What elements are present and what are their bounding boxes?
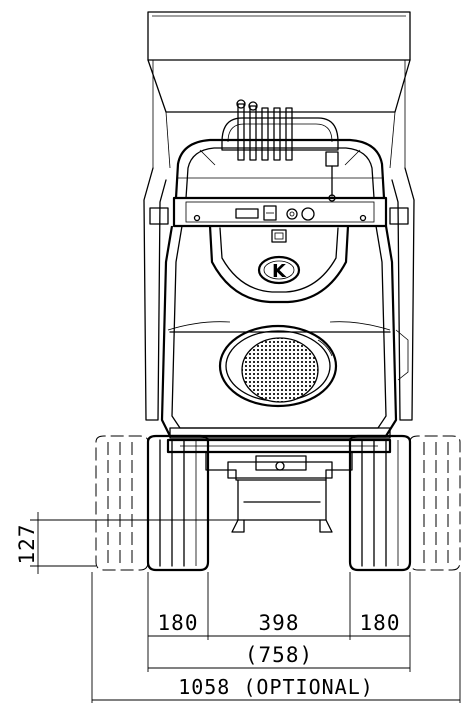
right-track — [348, 434, 412, 572]
operator-hood — [174, 138, 386, 199]
undercarriage — [166, 427, 392, 533]
knob-icon — [286, 208, 298, 220]
key-switch-icon — [263, 205, 277, 221]
brand-logo: K — [257, 255, 301, 285]
track-gap-label: 398 — [259, 611, 300, 635]
optional-right-track — [409, 435, 461, 571]
hood-trim — [208, 225, 350, 304]
control-levers — [236, 99, 293, 161]
indicator-icon — [301, 207, 315, 221]
track-left-label: 180 — [158, 611, 199, 635]
overall-width-label: (758) — [245, 643, 313, 667]
side-frames — [143, 167, 415, 421]
track-right-label: 180 — [360, 611, 401, 635]
optional-left-track — [95, 435, 149, 571]
width-dimensions: 180 398 180 (758) 1058 (OPTIONAL) — [91, 572, 461, 703]
left-track — [146, 434, 210, 572]
control-panel — [172, 196, 388, 228]
ground-clearance-label: 127 — [15, 524, 39, 565]
hood-latch-icon — [271, 229, 287, 243]
dump-hopper — [147, 11, 411, 169]
logo-letter: K — [272, 261, 287, 282]
ground-clearance-dimension: 127 — [15, 512, 238, 574]
optional-width-label: 1058 (OPTIONAL) — [178, 675, 374, 699]
front-grille — [218, 324, 338, 408]
switch-icon — [235, 208, 259, 219]
control-lever-bar — [221, 99, 339, 202]
